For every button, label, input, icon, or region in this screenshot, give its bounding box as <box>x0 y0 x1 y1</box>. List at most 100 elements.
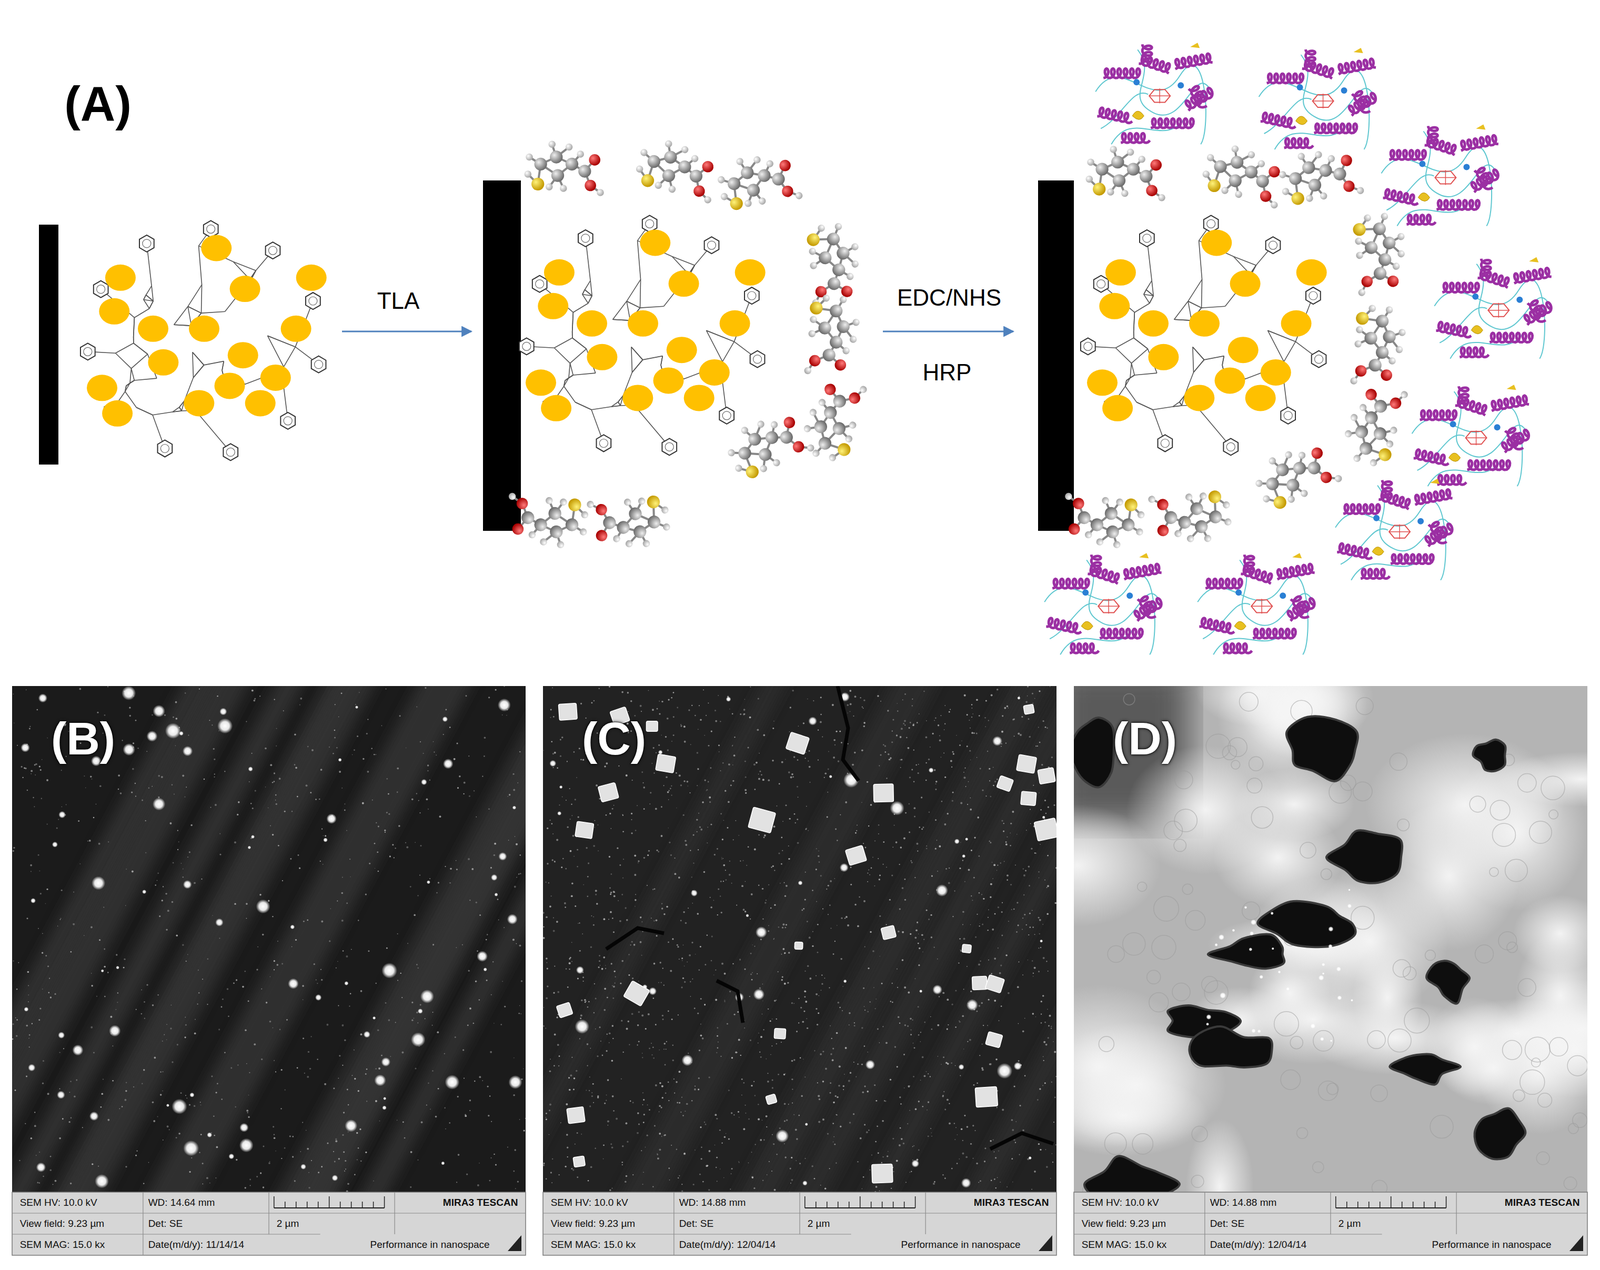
network-bond <box>588 295 592 304</box>
atom-ball <box>844 434 854 444</box>
surface-speck <box>341 892 344 895</box>
network-bond <box>631 347 643 360</box>
surface-speck <box>269 824 271 827</box>
network-bond <box>149 300 154 309</box>
ring-bond <box>308 296 318 306</box>
surface-speck <box>490 994 492 996</box>
atom-ball <box>1126 163 1140 176</box>
surface-speck <box>167 909 170 912</box>
ring-bond <box>1160 438 1170 448</box>
alpha-helix <box>1481 258 1491 277</box>
surface-speck <box>424 687 427 689</box>
surface-speck <box>132 768 135 771</box>
surface-speck <box>389 1055 391 1058</box>
network-bond <box>1179 401 1182 406</box>
hrp-protein <box>1412 384 1529 487</box>
surface-speck <box>436 892 438 894</box>
surface-speck <box>454 1036 457 1039</box>
network-bond <box>1151 280 1154 296</box>
tla-molecule <box>1147 482 1236 551</box>
atom-ball <box>806 232 821 248</box>
alpha-helix <box>1420 410 1457 420</box>
surface-speck <box>284 1147 286 1150</box>
calcium-ion <box>1472 293 1479 300</box>
surface-speck <box>123 967 125 969</box>
surface-speck <box>253 699 256 702</box>
surface-speck <box>416 1011 418 1014</box>
surface-speck <box>320 920 324 923</box>
gold-nanoparticle <box>1214 367 1246 394</box>
atom-ball <box>646 494 661 510</box>
network-bond <box>706 330 723 362</box>
atom-ball <box>829 304 843 318</box>
surface-speck <box>115 953 118 956</box>
tla-molecule <box>1198 140 1287 209</box>
surface-speck <box>367 950 370 952</box>
surface-speck <box>226 988 229 990</box>
surface-speck <box>162 1040 164 1042</box>
network-bond <box>1133 337 1149 349</box>
surface-speck <box>247 1116 250 1119</box>
network-bond <box>612 319 631 321</box>
benzyl-ring <box>1080 337 1096 355</box>
surface-speck <box>291 810 293 812</box>
surface-speck <box>335 967 337 969</box>
network-bond <box>1133 331 1135 338</box>
surface-speck <box>272 1027 274 1029</box>
gold-nanoparticle <box>200 235 232 262</box>
surface-speck <box>262 933 265 937</box>
surface-speck <box>377 1029 380 1032</box>
beta-strand <box>1430 478 1440 485</box>
surface-speck <box>517 1180 519 1183</box>
surface-speck <box>25 1075 28 1078</box>
surface-speck <box>292 1155 294 1158</box>
surface-speck <box>197 1003 199 1005</box>
benzyl-ring <box>1093 275 1109 293</box>
alpha-helix <box>1458 386 1469 404</box>
network-bond <box>134 378 157 381</box>
gold-nanoparticle <box>245 389 276 417</box>
atom-ball <box>1368 358 1382 372</box>
surface-speck <box>96 711 99 714</box>
surface-speck <box>37 854 40 857</box>
surface-speck <box>244 1186 247 1189</box>
surface-speck <box>495 1163 497 1166</box>
surface-speck <box>101 1093 104 1096</box>
surface-speck <box>445 709 447 711</box>
atom-ball <box>1156 524 1170 538</box>
benzyl-ring <box>93 280 109 298</box>
surface-speck <box>337 1005 339 1007</box>
surface-speck <box>135 795 137 797</box>
surface-speck <box>506 715 508 717</box>
surface-speck <box>272 1125 275 1128</box>
surface-speck <box>299 697 303 700</box>
surface-speck <box>348 1005 350 1007</box>
atom-ball <box>1286 494 1296 505</box>
surface-speck <box>12 1038 14 1041</box>
atom-ball <box>1344 429 1353 439</box>
surface-speck <box>253 1043 256 1046</box>
surface-speck <box>420 1121 424 1124</box>
network-bond <box>133 317 135 337</box>
ring-bond <box>645 219 654 228</box>
alpha-helix <box>1222 643 1252 653</box>
network-bond <box>611 405 621 407</box>
surface-speck <box>513 1057 515 1059</box>
tla-molecule <box>712 144 804 219</box>
surface-speck <box>135 1009 137 1011</box>
surface-speck <box>244 1029 247 1032</box>
surface-speck <box>251 689 254 692</box>
atom-ball <box>528 531 537 539</box>
gold-nanoparticle <box>137 315 169 342</box>
calcium-ion <box>1133 78 1140 86</box>
surface-speck <box>306 919 309 922</box>
surface-speck <box>143 1182 145 1184</box>
surface-speck <box>152 1004 154 1006</box>
surface-speck <box>469 1099 471 1102</box>
atom-ball <box>1281 187 1291 197</box>
surface-speck <box>415 1067 417 1070</box>
surface-speck <box>157 872 159 874</box>
surface-speck <box>242 985 245 989</box>
surface-speck <box>46 823 48 825</box>
surface-speck <box>49 1169 52 1172</box>
